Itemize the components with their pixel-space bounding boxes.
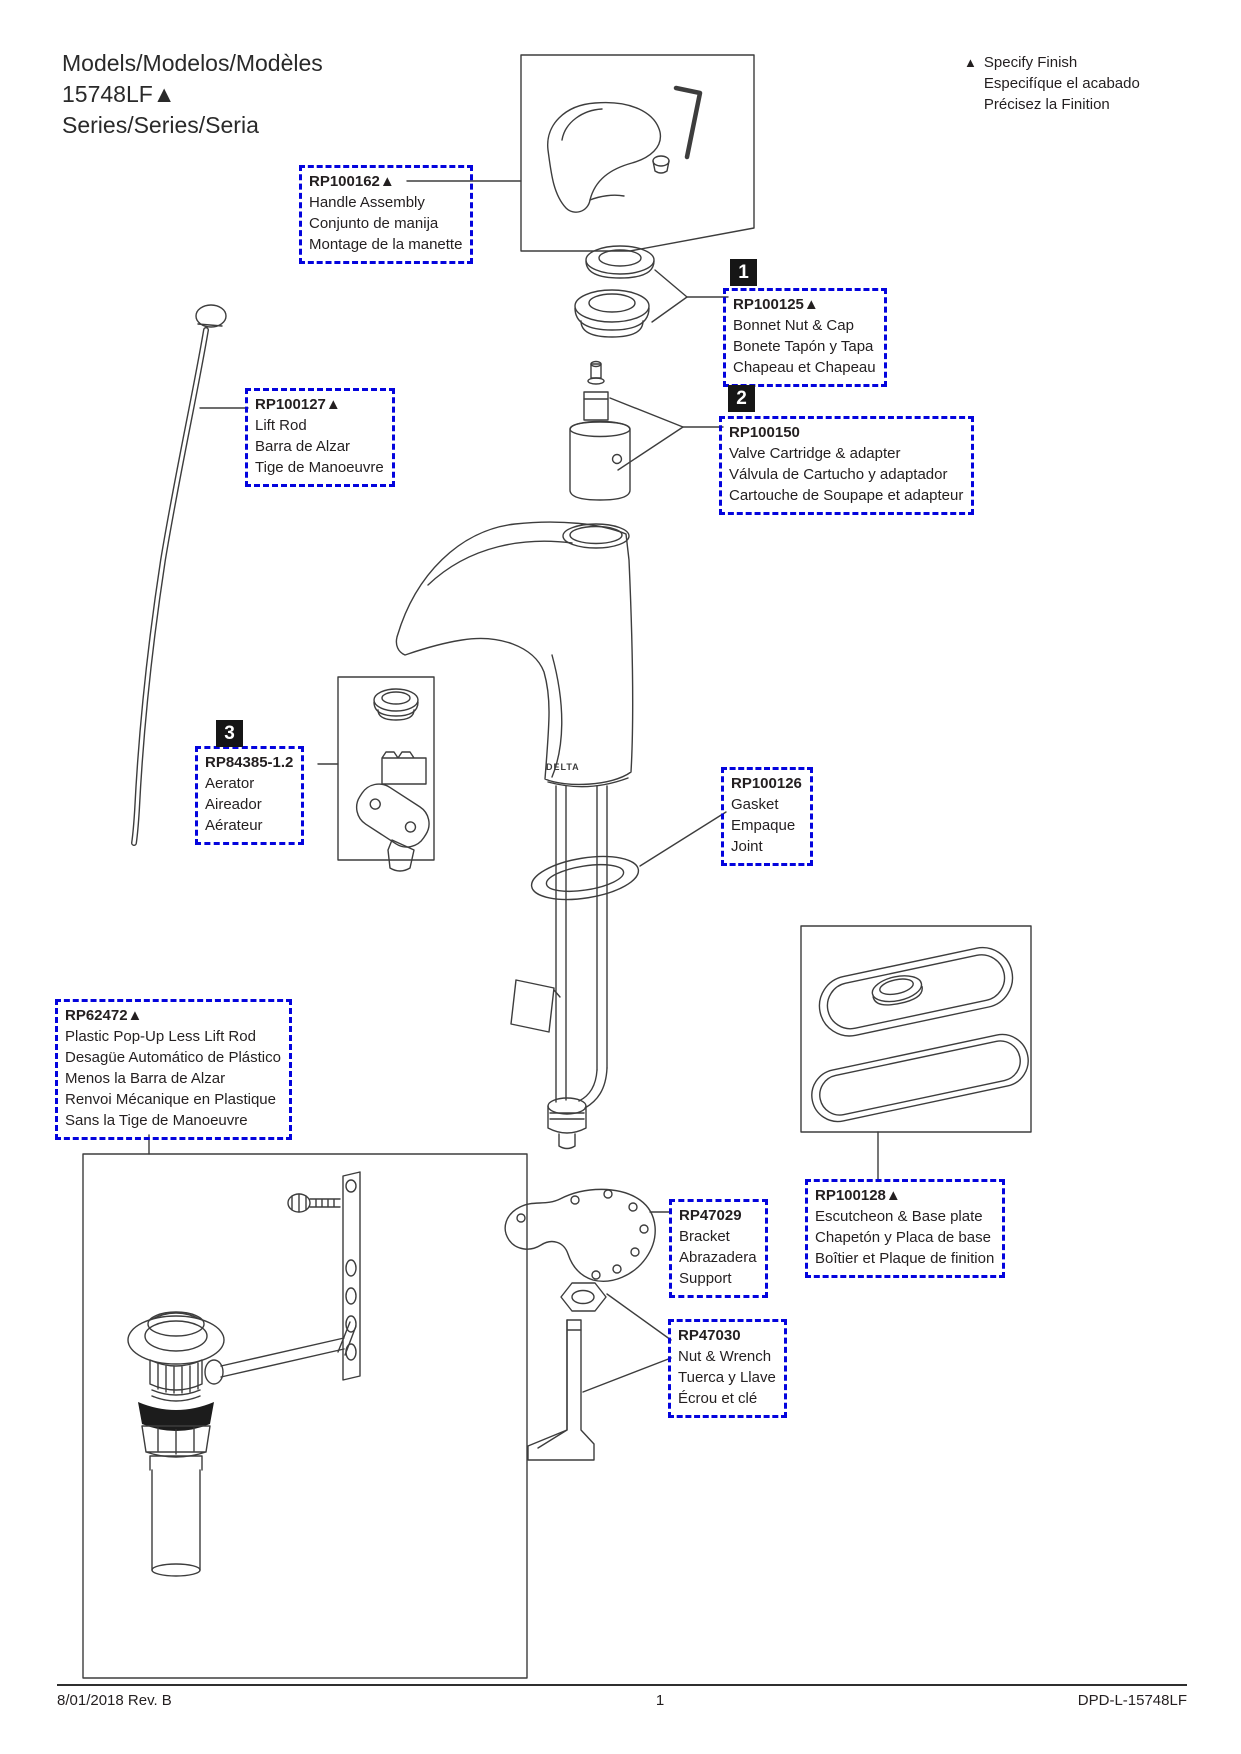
part-line: Boîtier et Plaque de finition [815,1250,995,1267]
part-line: Bracket [679,1228,730,1245]
part-number: RP100125▲ [733,296,819,313]
part-line: Escutcheon & Base plate [815,1208,983,1225]
part-line: Valve Cartridge & adapter [729,445,901,462]
callout-rp100128: RP100128▲ Escutcheon & Base plate Chapet… [805,1179,1006,1278]
finish-line: Especifíque el acabado [983,75,1140,92]
title-line-model-number: 15748LF▲ [62,81,176,107]
callout-rp100162: RP100162▲ Handle Assembly Conjunto de ma… [299,165,474,264]
callout-rp62472: RP62472▲ Plastic Pop-Up Less Lift Rod De… [55,999,292,1140]
finish-line: Specify Finish [983,54,1078,71]
step-badge-2: 2 [728,385,755,412]
callout-rp47030: RP47030 Nut & Wrench Tuerca y Llave Écro… [668,1319,787,1418]
tube-tag [510,979,555,1033]
footer-doc-id: DPD-L-15748LF [1077,1692,1187,1709]
valve-cartridge-drawing [569,360,631,501]
title-line-models: Models/Modelos/Modèles [62,50,323,76]
part-number: RP62472▲ [65,1007,143,1024]
part-line: Chapeau et Chapeau [733,359,876,376]
part-line: Nut & Wrench [678,1348,772,1365]
nut-wrench-drawing [527,1282,607,1461]
part-number: RP47029 [679,1207,742,1224]
part-number: RP100162▲ [309,173,395,190]
faucet-spout-drawing: DELTA [395,521,634,1150]
footer-page-number: 1 [655,1692,665,1709]
part-number: RP47030 [678,1327,741,1344]
part-line: Bonete Tapón y Tapa [733,338,874,355]
part-line: Joint [731,838,763,855]
title-line-series: Series/Series/Seria [62,112,259,138]
leader-rp100126 [639,811,727,867]
part-line: Barra de Alzar [255,438,351,455]
part-line: Montage de la manette [309,236,463,253]
callout-rp100127: RP100127▲ Lift Rod Barra de Alzar Tige d… [245,388,395,487]
part-number: RP100128▲ [815,1187,901,1204]
part-line: Desagüe Automático de Plástico [65,1049,281,1066]
callout-rp84385: RP84385-1.2 Aerator Aireador Aérateur [195,746,305,845]
callout-rp100126: RP100126 Gasket Empaque Joint [721,767,813,866]
part-line: Tige de Manoeuvre [255,459,384,476]
part-line: Aérateur [205,817,263,834]
step-badge-3: 3 [216,720,243,747]
part-line: Chapetón y Placa de base [815,1229,991,1246]
popup-assembly-drawing [82,1153,528,1679]
callout-rp47029: RP47029 Bracket Abrazadera Support [669,1199,768,1298]
gasket-drawing [530,855,640,901]
part-line: Tuerca y Llave [678,1369,776,1386]
part-line: Lift Rod [255,417,307,434]
specify-finish-note: ▲ Specify Finish Especifíque el acabado … [964,52,1140,115]
page-title: Models/Modelos/Modèles 15748LF▲ Series/S… [62,48,323,141]
part-line: Renvoi Mécanique en Plastique [65,1091,276,1108]
part-line: Cartouche de Soupape et adapteur [729,487,964,504]
leader-rp47030b [582,1357,672,1393]
part-line: Support [679,1270,732,1287]
callout-rp100150: RP100150 Valve Cartridge & adapter Válvu… [719,416,975,515]
part-number: RP100126 [731,775,802,792]
part-line: Válvula de Cartucho y adaptador [729,466,948,483]
part-line: Aerator [205,775,255,792]
part-line: Menos la Barra de Alzar [65,1070,226,1087]
callout-rp100125: RP100125▲ Bonnet Nut & Cap Bonete Tapón … [723,288,887,387]
bonnet-nut-cap-drawing [574,245,655,338]
lift-rod-drawing [131,304,227,846]
part-number: RP100150 [729,424,800,441]
part-line: Plastic Pop-Up Less Lift Rod [65,1028,256,1045]
part-line: Conjunto de manija [309,215,439,232]
part-number: RP100127▲ [255,396,341,413]
part-line: Écrou et clé [678,1390,758,1407]
leader-rp47030a [606,1293,672,1341]
part-line: Empaque [731,817,796,834]
faucet-logo-text: DELTA [546,762,580,772]
leader-rp100125 [651,269,688,323]
handle-assembly-drawing [520,54,755,252]
part-number: RP84385-1.2 [205,754,294,771]
part-line: Abrazadera [679,1249,757,1266]
part-line: Bonnet Nut & Cap [733,317,854,334]
footer-date-revision: 8/01/2018 Rev. B [57,1692,172,1709]
part-line: Gasket [731,796,779,813]
part-line: Handle Assembly [309,194,425,211]
part-line: Aireador [205,796,262,813]
aerator-drawing [337,676,435,872]
escutcheon-drawing [800,925,1032,1133]
footer-divider [57,1684,1187,1686]
bracket-drawing [504,1188,656,1282]
step-badge-1: 1 [730,259,757,286]
finish-triangle-icon: ▲ [964,55,977,70]
part-line: Sans la Tige de Manoeuvre [65,1112,248,1129]
finish-line: Précisez la Finition [983,96,1110,113]
